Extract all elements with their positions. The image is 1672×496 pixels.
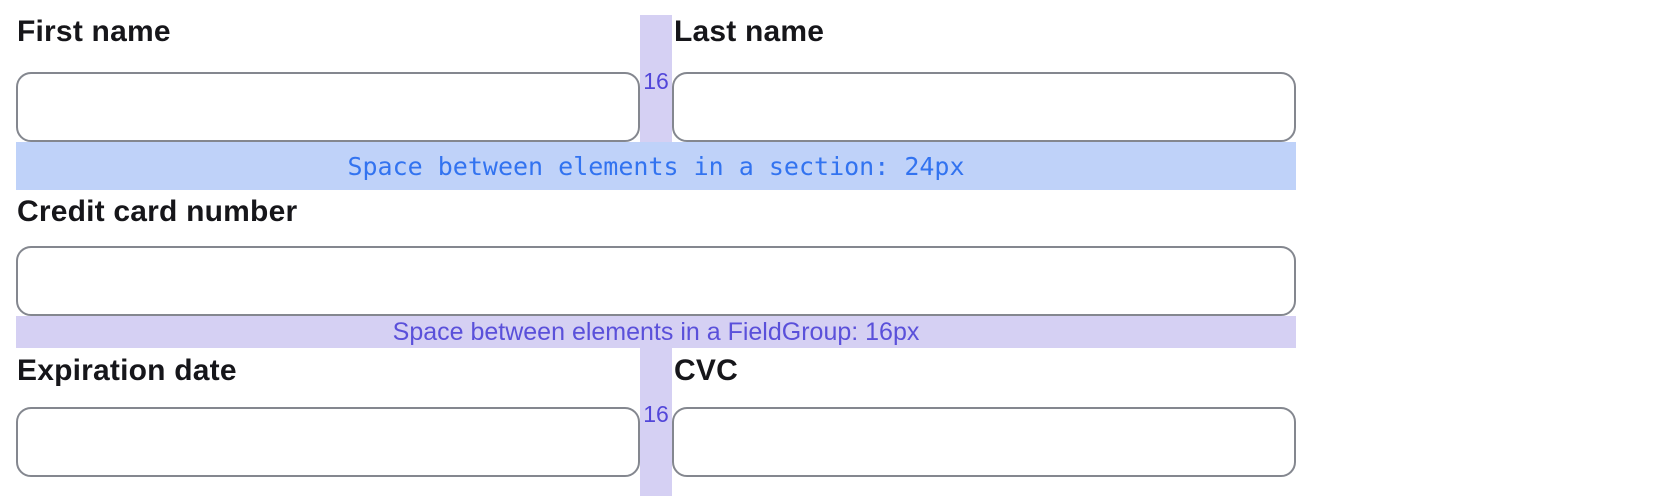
credit-card-label: Credit card number [17,195,298,228]
first-name-label: First name [17,15,171,48]
column-gap-bar-row1 [640,15,672,142]
credit-card-input[interactable] [16,246,1296,316]
fieldgroup-gap-label: Space between elements in a FieldGroup: … [392,317,920,346]
last-name-label: Last name [674,15,825,48]
column-gap-value-row3: 16 [643,401,669,427]
column-gap-bar-row3 [640,348,672,496]
section-gap-bar: Space between elements in a section: 24p… [16,142,1296,190]
section-gap-label: Space between elements in a section: 24p… [347,151,965,181]
expiration-date-label: Expiration date [17,354,237,387]
column-gap-value-row1: 16 [643,68,669,94]
cvc-input[interactable] [672,407,1296,477]
last-name-input[interactable] [672,72,1296,142]
first-name-input[interactable] [16,72,640,142]
fieldgroup-gap-bar: Space between elements in a FieldGroup: … [16,316,1296,348]
expiration-date-input[interactable] [16,407,640,477]
cvc-label: CVC [674,354,738,387]
